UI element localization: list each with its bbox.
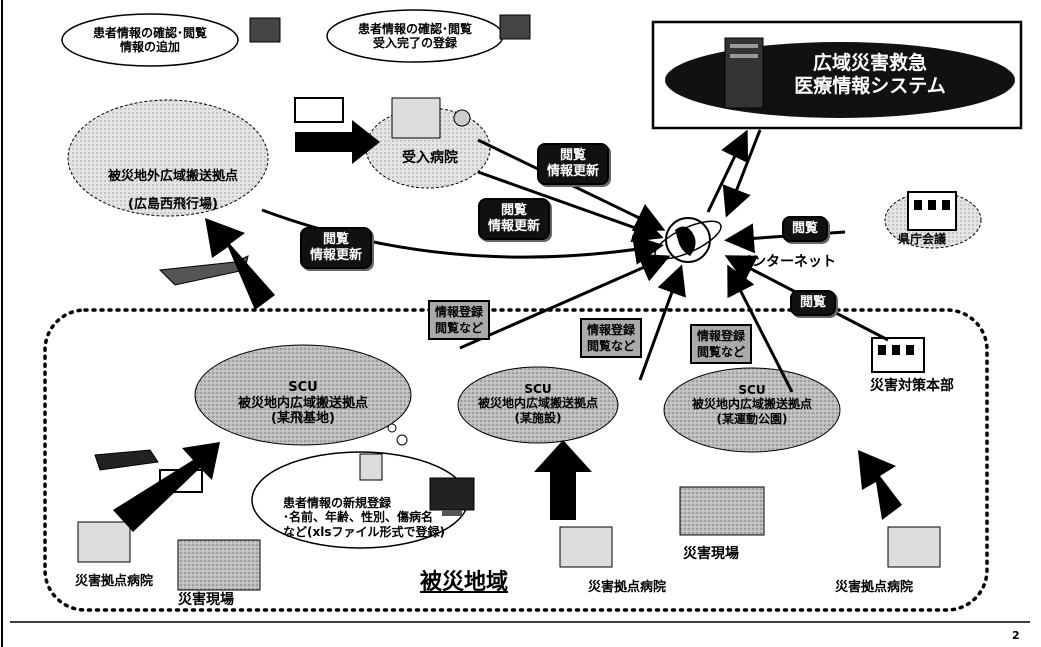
hospital-label: 災害拠点病院 [75,574,153,590]
computer-icon [500,15,530,39]
badge-line: 情報更新 [310,248,362,264]
system-title: 広域災害救急 医療情報システム [775,52,965,98]
scu-main-label: SCU 被災地内広域搬送拠点 (某飛基地) [228,380,378,427]
badge-line: 閲覧 [488,203,540,219]
hq-label: 災害対策本部 [870,378,954,395]
hospital-icon [560,527,612,567]
cloud-text-line: 患者情報の確認･閲覧 [80,26,220,40]
disaster-site-label: 災害現場 [178,592,234,609]
view-badge: 閲覧 [782,216,828,242]
badge-line: 閲覧など [697,344,745,360]
cloud-text-line: 受入完了の登録 [345,36,485,50]
node-label-line: 被災地内広域搬送拠点 [463,396,613,410]
badge-line: 情報更新 [488,219,540,235]
hospital-label: 災害拠点病院 [835,580,913,596]
cloud-top-mid-text: 患者情報の確認･閲覧 受入完了の登録 [345,22,485,51]
cloud-text-line: 情報の追加 [80,40,220,54]
badge-line: 閲覧など [435,320,483,336]
view-badge: 閲覧 [790,290,836,316]
view-update-badge: 閲覧 情報更新 [478,198,550,240]
scu-mid-label: SCU 被災地内広域搬送拠点 (某施設) [463,382,613,425]
server-icon [725,38,763,108]
register-view-badge: 情報登録 閲覧など [428,300,490,340]
node-label-line: SCU [228,380,378,396]
register-view-badge: 情報登録 閲覧など [580,318,642,358]
node-label-line: (某飛基地) [228,411,378,427]
prefecture-label: 県庁会議 [898,232,946,246]
page-number: 2 [1012,629,1020,642]
ambulance-icon [295,98,343,122]
computer-icon [250,18,280,42]
disaster-area-label: 被災地域 [420,570,508,596]
cloud-top-left-text: 患者情報の確認･閲覧 情報の追加 [80,26,220,55]
scu-right-label: SCU 被災地内広域搬送拠点 (某運動公園) [677,383,827,426]
cloud-bottom-text: 患者情報の新規登録 ･名前、年齢、性別、傷病名 など(xlsファイル形式で登録) [283,496,445,539]
system-title-line1: 広域災害救急 [775,52,965,75]
badge-line: 閲覧 [310,232,362,248]
building-icon [908,192,956,230]
system-title-line2: 医療情報システム [775,75,965,98]
building-icon [872,338,924,372]
cloud-text-line: 患者情報の確認･閲覧 [345,22,485,36]
receiving-hospital-label: 受入病院 [402,150,458,167]
node-label-line: 被災地外広域搬送拠点 [88,163,258,191]
badge-line: 情報登録 [697,328,745,344]
helicopter-icon [95,450,158,470]
node-label-line: SCU [463,382,613,396]
node-label-line: SCU [677,383,827,397]
cloud-text-line: 患者情報の新規登録 [283,496,445,510]
node-label-line: 被災地内広域搬送拠点 [228,396,378,412]
hospital-icon [78,522,130,562]
internet-label: インターネット [738,254,836,271]
badge-line: 情報登録 [587,322,635,338]
badge-line: 情報更新 [547,164,599,180]
document-icon [360,454,382,480]
node-label-line: (広島西飛行場) [88,191,258,219]
hospital-icon [888,527,940,567]
badge-line: 閲覧 [547,148,599,164]
disaster-scene-image [178,540,260,590]
cloud-text-line: など(xlsファイル形式で登録) [283,525,445,539]
outer-base-label: 被災地外広域搬送拠点 (広島西飛行場) [88,163,258,219]
node-label-line: 被災地内広域搬送拠点 [677,397,827,411]
node-label-line: (某運動公園) [677,412,827,426]
disaster-site-label: 災害現場 [683,546,739,563]
view-update-badge: 閲覧 情報更新 [300,227,372,269]
disaster-scene-image [680,487,764,535]
cloud-text-line: ･名前、年齢、性別、傷病名 [283,510,445,524]
register-view-badge: 情報登録 閲覧など [690,324,752,364]
node-label-line: (某施設) [463,411,613,425]
badge-line: 閲覧など [587,338,635,354]
hospital-label: 災害拠点病院 [588,580,666,596]
badge-line: 情報登録 [435,304,483,320]
view-update-badge: 閲覧 情報更新 [537,143,609,185]
